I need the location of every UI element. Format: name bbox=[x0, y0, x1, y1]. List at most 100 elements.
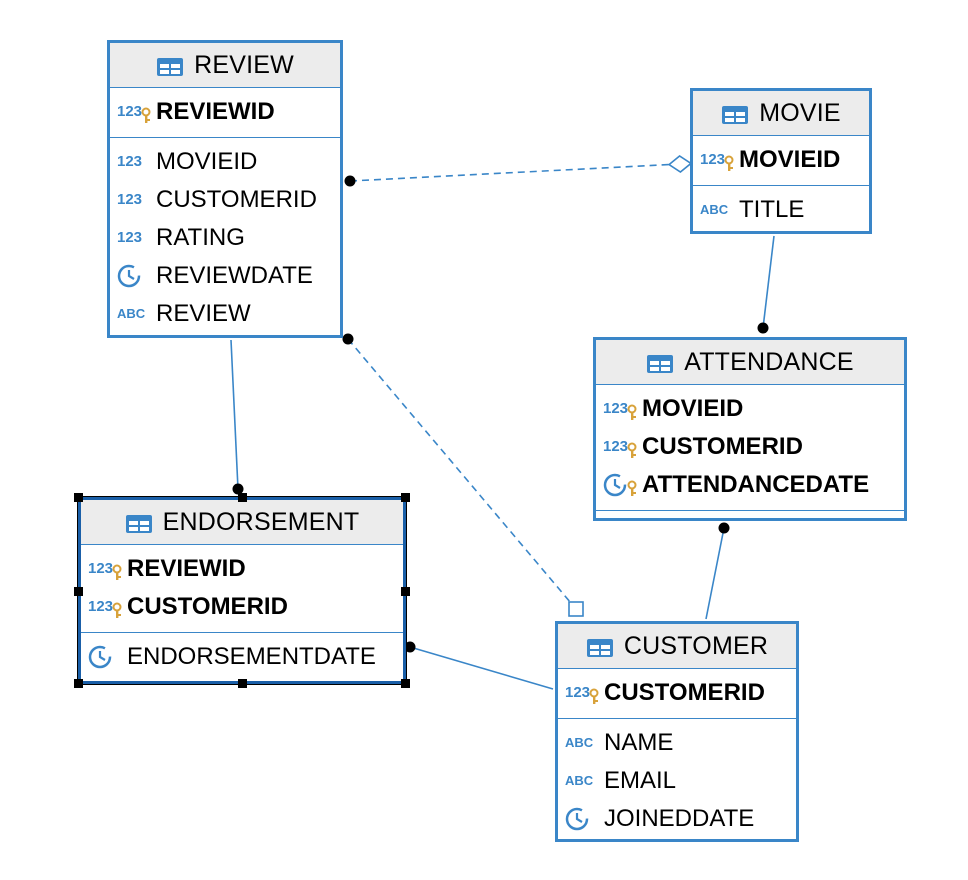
number-key-icon: 123 bbox=[602, 396, 642, 422]
svg-text:123: 123 bbox=[603, 400, 628, 417]
attribute-row[interactable]: ABC TITLE bbox=[693, 191, 869, 229]
attribute-row[interactable]: ABC EMAIL bbox=[558, 762, 796, 800]
attribute-row[interactable]: ABC REVIEW bbox=[110, 295, 340, 333]
svg-text:ABC: ABC bbox=[565, 735, 594, 750]
clock-icon bbox=[87, 644, 127, 670]
resize-handle[interactable] bbox=[401, 679, 410, 688]
key-attribute-row[interactable]: 123 MOVIEID bbox=[596, 390, 904, 428]
attribute-section bbox=[596, 511, 904, 528]
relationship-dot-end bbox=[342, 333, 354, 345]
relationship-line-review-endorsement[interactable] bbox=[230, 339, 239, 490]
svg-text:ABC: ABC bbox=[565, 773, 594, 788]
table-icon bbox=[125, 512, 153, 533]
text-icon: ABC bbox=[564, 730, 604, 756]
resize-handle[interactable] bbox=[74, 679, 83, 688]
number-key-icon: 123 bbox=[602, 434, 642, 460]
number-key-icon: 123 bbox=[87, 594, 127, 620]
attribute-label: EMAIL bbox=[604, 767, 677, 794]
attribute-label: MOVIEID bbox=[156, 148, 258, 175]
svg-text:ABC: ABC bbox=[117, 306, 146, 321]
attribute-row[interactable]: JOINEDDATE bbox=[558, 800, 796, 838]
relationship-square-end bbox=[568, 601, 584, 617]
table-icon bbox=[156, 55, 184, 76]
attribute-label: CUSTOMERID bbox=[127, 593, 288, 620]
table-icon bbox=[646, 352, 674, 373]
number-icon: 123 bbox=[116, 187, 156, 213]
attribute-label: REVIEWDATE bbox=[156, 262, 313, 289]
attribute-section: ABC NAME ABC EMAIL JOINEDDATE bbox=[558, 719, 796, 844]
key-attribute-row[interactable]: 123 CUSTOMERID bbox=[81, 588, 403, 626]
entity-movie-title: MOVIE bbox=[759, 98, 841, 127]
svg-text:123: 123 bbox=[565, 684, 590, 701]
relationship-line-customer-attendance[interactable] bbox=[705, 527, 725, 620]
svg-text:123: 123 bbox=[117, 103, 142, 120]
svg-text:123: 123 bbox=[88, 598, 113, 615]
entity-customer-title: CUSTOMER bbox=[623, 631, 769, 660]
resize-handle[interactable] bbox=[401, 493, 410, 502]
attribute-label: MOVIEID bbox=[642, 395, 744, 422]
entity-endorsement-header[interactable]: ENDORSEMENT bbox=[81, 500, 403, 545]
attribute-label: NAME bbox=[604, 729, 674, 756]
svg-text:ABC: ABC bbox=[700, 202, 729, 217]
resize-handle[interactable] bbox=[74, 493, 83, 502]
entity-attendance-title: ATTENDANCE bbox=[684, 347, 854, 376]
resize-handle[interactable] bbox=[238, 493, 247, 502]
attribute-label: REVIEWID bbox=[127, 555, 246, 582]
relationship-dot-end bbox=[404, 641, 416, 653]
relationship-dot-end bbox=[232, 483, 244, 495]
attribute-section: ENDORSEMENTDATE bbox=[81, 633, 403, 682]
resize-handle[interactable] bbox=[401, 586, 410, 596]
attribute-section: ABC TITLE bbox=[693, 186, 869, 235]
attribute-label: RATING bbox=[156, 224, 245, 251]
relationship-line-movie-attendance[interactable] bbox=[762, 235, 775, 329]
attribute-label: ENDORSEMENTDATE bbox=[127, 643, 376, 670]
number-key-icon: 123 bbox=[699, 147, 739, 173]
key-attribute-row[interactable]: ATTENDANCEDATE bbox=[596, 466, 904, 504]
attribute-row[interactable]: ENDORSEMENTDATE bbox=[81, 638, 403, 676]
entity-attendance-header[interactable]: ATTENDANCE bbox=[596, 340, 904, 385]
resize-handle[interactable] bbox=[238, 679, 247, 688]
relationship-line-review-movie[interactable] bbox=[349, 163, 681, 182]
attribute-label: CUSTOMERID bbox=[642, 433, 803, 460]
entity-customer-header[interactable]: CUSTOMER bbox=[558, 624, 796, 669]
key-attribute-row[interactable]: 123 REVIEWID bbox=[81, 550, 403, 588]
resize-handle[interactable] bbox=[74, 586, 83, 596]
entity-review-header[interactable]: REVIEW bbox=[110, 43, 340, 88]
text-icon: ABC bbox=[116, 301, 156, 327]
attribute-label: REVIEW bbox=[156, 300, 251, 327]
relationship-diamond-end bbox=[667, 155, 693, 173]
number-key-icon: 123 bbox=[564, 680, 604, 706]
relationship-line-review-customer[interactable] bbox=[347, 338, 577, 610]
attribute-row[interactable]: REVIEWDATE bbox=[110, 257, 340, 295]
attribute-label: JOINEDDATE bbox=[604, 805, 755, 832]
entity-endorsement-title: ENDORSEMENT bbox=[162, 507, 360, 536]
attribute-label: CUSTOMERID bbox=[156, 186, 317, 213]
relationship-line-customer-endorsement[interactable] bbox=[409, 646, 554, 690]
number-key-icon: 123 bbox=[116, 99, 156, 125]
relationship-dot-end bbox=[757, 322, 769, 334]
number-icon: 123 bbox=[116, 149, 156, 175]
attribute-label: MOVIEID bbox=[739, 146, 841, 173]
attribute-row[interactable]: ABC NAME bbox=[558, 724, 796, 762]
entity-movie-header[interactable]: MOVIE bbox=[693, 91, 869, 136]
svg-text:123: 123 bbox=[88, 560, 113, 577]
attribute-label: TITLE bbox=[739, 196, 805, 223]
